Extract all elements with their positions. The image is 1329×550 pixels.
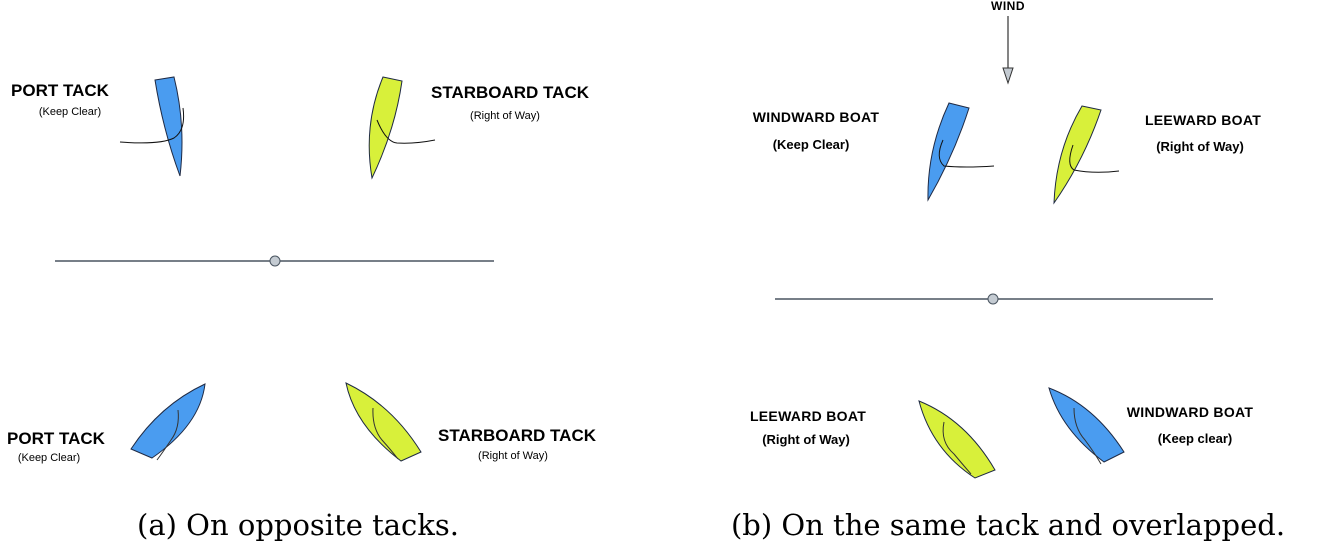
panel-b-diagram — [775, 16, 1213, 479]
keep-clear-label-bottom: (Keep Clear) — [17, 452, 81, 464]
leeward-boat-label-bottom: LEEWARD BOAT — [749, 408, 867, 424]
panel-a-diagram — [55, 76, 494, 462]
right-of-way-label-b-top: (Right of Way) — [1156, 139, 1244, 154]
wind-label: WIND — [991, 0, 1025, 13]
leeward-boat-label-top: LEEWARD BOAT — [1144, 112, 1262, 128]
panel-same-tack-overlapped: WIND WINDWARD BOAT (Keep Clear) LEEWARD … — [664, 0, 1329, 500]
leeward-boat-top — [1053, 105, 1120, 205]
wind-arrow-icon — [1002, 16, 1014, 85]
reference-buoy — [987, 293, 999, 305]
panel-opposite-tacks: PORT TACK (Keep Clear) STARBOARD TACK (R… — [0, 0, 664, 500]
port-tack-boat-bottom — [130, 383, 206, 461]
windward-boat-top — [927, 102, 995, 202]
starboard-tack-label-top: STARBOARD TACK — [430, 83, 590, 102]
starboard-tack-boat-top — [368, 76, 436, 180]
caption-a: (a) On opposite tacks. — [137, 508, 459, 542]
keep-clear-label-b-top: (Keep Clear) — [772, 137, 850, 152]
leeward-boat-bottom — [918, 400, 996, 479]
keep-clear-label-top: (Keep Clear) — [38, 106, 102, 118]
starboard-tack-label-bottom: STARBOARD TACK — [437, 426, 597, 445]
port-tack-boat-top — [119, 76, 185, 177]
keep-clear-label-b-bottom: (Keep clear) — [1157, 431, 1233, 446]
windward-boat-bottom — [1048, 387, 1125, 465]
right-of-way-label-bottom: (Right of Way) — [478, 450, 548, 462]
windward-boat-label-bottom: WINDWARD BOAT — [1126, 404, 1254, 420]
port-tack-label-top: PORT TACK — [11, 81, 109, 100]
right-of-way-label-b-bottom: (Right of Way) — [762, 432, 850, 447]
windward-boat-label-top: WINDWARD BOAT — [752, 109, 880, 125]
right-of-way-label-top: (Right of Way) — [470, 110, 540, 122]
port-tack-label-bottom: PORT TACK — [7, 429, 105, 448]
caption-b: (b) On the same tack and overlapped. — [730, 508, 1286, 542]
start-buoy — [269, 255, 281, 267]
starboard-tack-boat-bottom — [345, 382, 422, 462]
